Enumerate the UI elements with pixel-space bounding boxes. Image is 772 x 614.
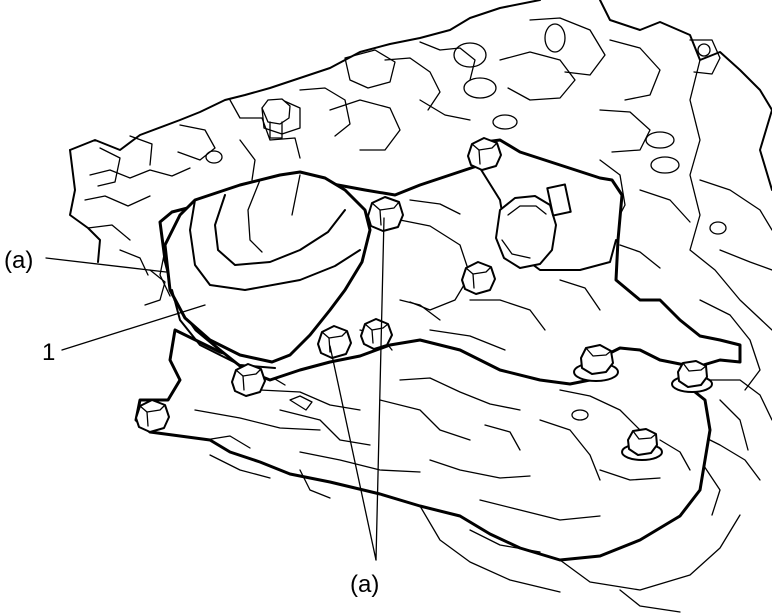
leader-line-a-bottom-2 bbox=[375, 217, 385, 561]
leader-line-part-1 bbox=[61, 304, 206, 351]
hex-flange-bolt bbox=[671, 360, 713, 393]
leader-line-a-bottom-1 bbox=[329, 345, 377, 561]
hex-flange-bolt bbox=[261, 98, 291, 139]
callout-ref-a-left: (a) bbox=[4, 247, 33, 274]
hex-flange-bolt bbox=[573, 344, 619, 382]
hex-flange-bolt bbox=[621, 428, 663, 461]
hex-flange-bolt bbox=[317, 325, 352, 359]
hex-flange-bolt bbox=[461, 261, 496, 295]
hex-flange-bolt bbox=[367, 196, 404, 232]
callout-labels: (a) 1 (a) bbox=[4, 247, 379, 598]
leader-line-a-left bbox=[45, 257, 167, 273]
hex-flange-bolt bbox=[467, 137, 502, 171]
bolts bbox=[135, 98, 713, 461]
callout-ref-a-bottom: (a) bbox=[350, 571, 379, 598]
cover-part-1 bbox=[159, 170, 372, 369]
callout-part-1: 1 bbox=[42, 339, 55, 366]
hex-flange-bolt bbox=[135, 399, 170, 433]
callout-leaders bbox=[45, 217, 385, 561]
hex-flange-bolt bbox=[360, 318, 393, 350]
hex-flange-bolt bbox=[231, 363, 266, 397]
